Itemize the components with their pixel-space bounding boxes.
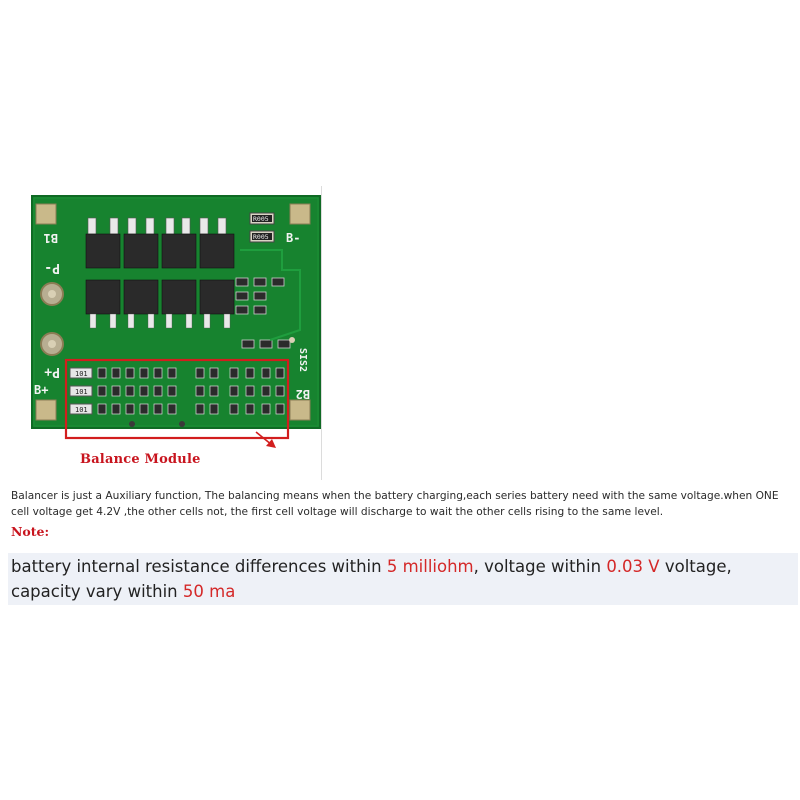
label-p-plus: P+: [44, 364, 60, 379]
smd-cluster-right: [235, 277, 291, 349]
balance-components: 101 101 101: [69, 367, 285, 427]
label-b2: B2: [296, 387, 310, 401]
svg-text:R005: R005: [253, 215, 269, 223]
balance-module-highlight: [64, 358, 290, 440]
label-p-minus: P-: [44, 260, 60, 275]
note-background: [8, 553, 798, 605]
note-text: battery internal resistance differences …: [11, 557, 732, 601]
mosfet-leads: [89, 313, 231, 329]
column-divider: [321, 186, 322, 480]
balance-module-label: Balance Module: [80, 452, 201, 467]
pcb-module-photo: B1 B- P- P+ B+ B2 SIS2 R005 R005: [31, 195, 321, 448]
capacity-value: 50 ma: [182, 582, 236, 601]
note-label: Note:: [11, 524, 50, 539]
pad-b-plus: [35, 399, 57, 421]
pad-b2: [289, 399, 311, 421]
voltage-value: 0.03 V: [606, 557, 660, 576]
pad-b-minus: [289, 203, 311, 225]
label-sis2: SIS2: [297, 348, 308, 372]
label-b-plus: B+: [34, 383, 48, 397]
svg-text:101: 101: [75, 406, 88, 414]
resistance-value: 5 milliohm: [386, 557, 474, 576]
label-b-minus: B-: [286, 231, 300, 245]
balancer-description: Balancer is just a Auxiliary function, T…: [11, 490, 779, 518]
label-b1: B1: [44, 231, 58, 245]
svg-text:101: 101: [75, 370, 88, 378]
svg-text:101: 101: [75, 388, 88, 396]
pad-b1: [35, 203, 57, 225]
svg-text:R005: R005: [253, 233, 269, 241]
